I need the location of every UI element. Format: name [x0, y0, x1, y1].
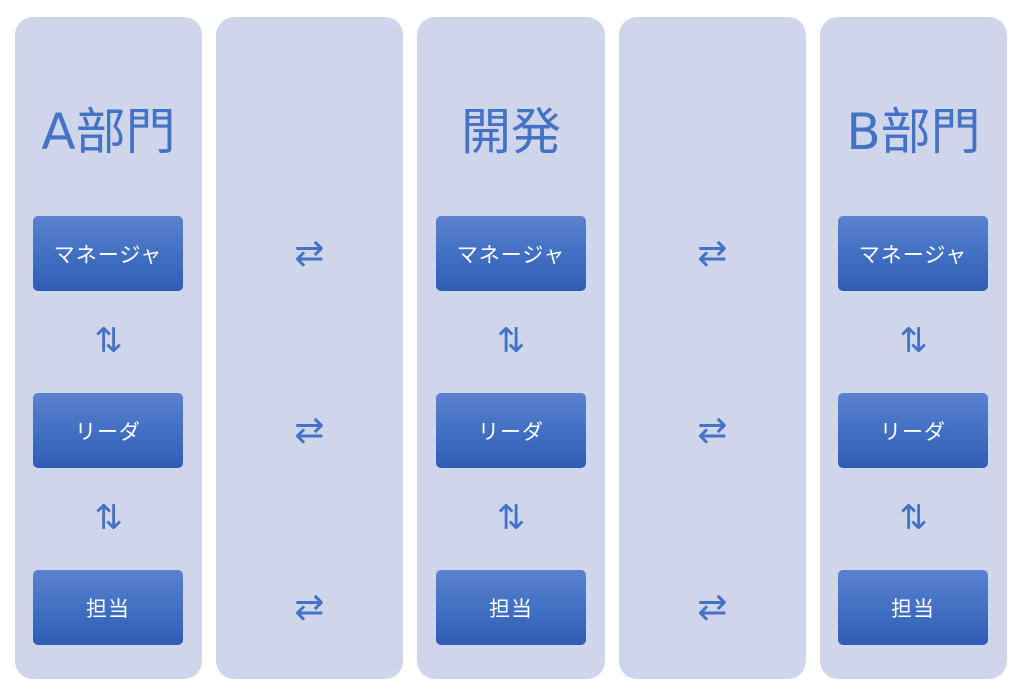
left-right-arrow-icon: ⇄ [294, 410, 325, 451]
role-box-staff[interactable]: 担当 [33, 570, 183, 645]
up-down-arrow-icon: ⇅ [899, 498, 928, 538]
role-box-staff[interactable]: 担当 [436, 570, 586, 645]
role-box-manager[interactable]: マネージャ [838, 216, 988, 291]
left-right-arrow-icon: ⇄ [697, 233, 728, 274]
left-right-arrow-icon: ⇄ [697, 587, 728, 628]
left-right-arrow-icon: ⇄ [294, 233, 325, 274]
department-panel-b: B部門 マネージャ ⇅ リーダ ⇅ 担当 [820, 17, 1007, 679]
role-box-leader[interactable]: リーダ [838, 393, 988, 468]
department-panel-dev: 開発 マネージャ ⇅ リーダ ⇅ 担当 [417, 17, 605, 679]
connector-panel-2: ⇄ ⇄ ⇄ [619, 17, 806, 679]
role-box-leader[interactable]: リーダ [436, 393, 586, 468]
up-down-arrow-icon: ⇅ [94, 321, 123, 361]
department-panel-a: A部門 マネージャ ⇅ リーダ ⇅ 担当 [15, 17, 202, 679]
left-right-arrow-icon: ⇄ [294, 587, 325, 628]
department-title: A部門 [41, 103, 176, 161]
left-right-arrow-icon: ⇄ [697, 410, 728, 451]
department-title: B部門 [846, 103, 981, 161]
connector-panel-1: ⇄ ⇄ ⇄ [216, 17, 403, 679]
role-box-manager[interactable]: マネージャ [436, 216, 586, 291]
role-box-leader[interactable]: リーダ [33, 393, 183, 468]
up-down-arrow-icon: ⇅ [899, 321, 928, 361]
department-title: 開発 [461, 103, 561, 161]
up-down-arrow-icon: ⇅ [496, 321, 526, 361]
role-box-manager[interactable]: マネージャ [33, 216, 183, 291]
up-down-arrow-icon: ⇅ [94, 498, 123, 538]
role-box-staff[interactable]: 担当 [838, 570, 988, 645]
up-down-arrow-icon: ⇅ [496, 498, 526, 538]
